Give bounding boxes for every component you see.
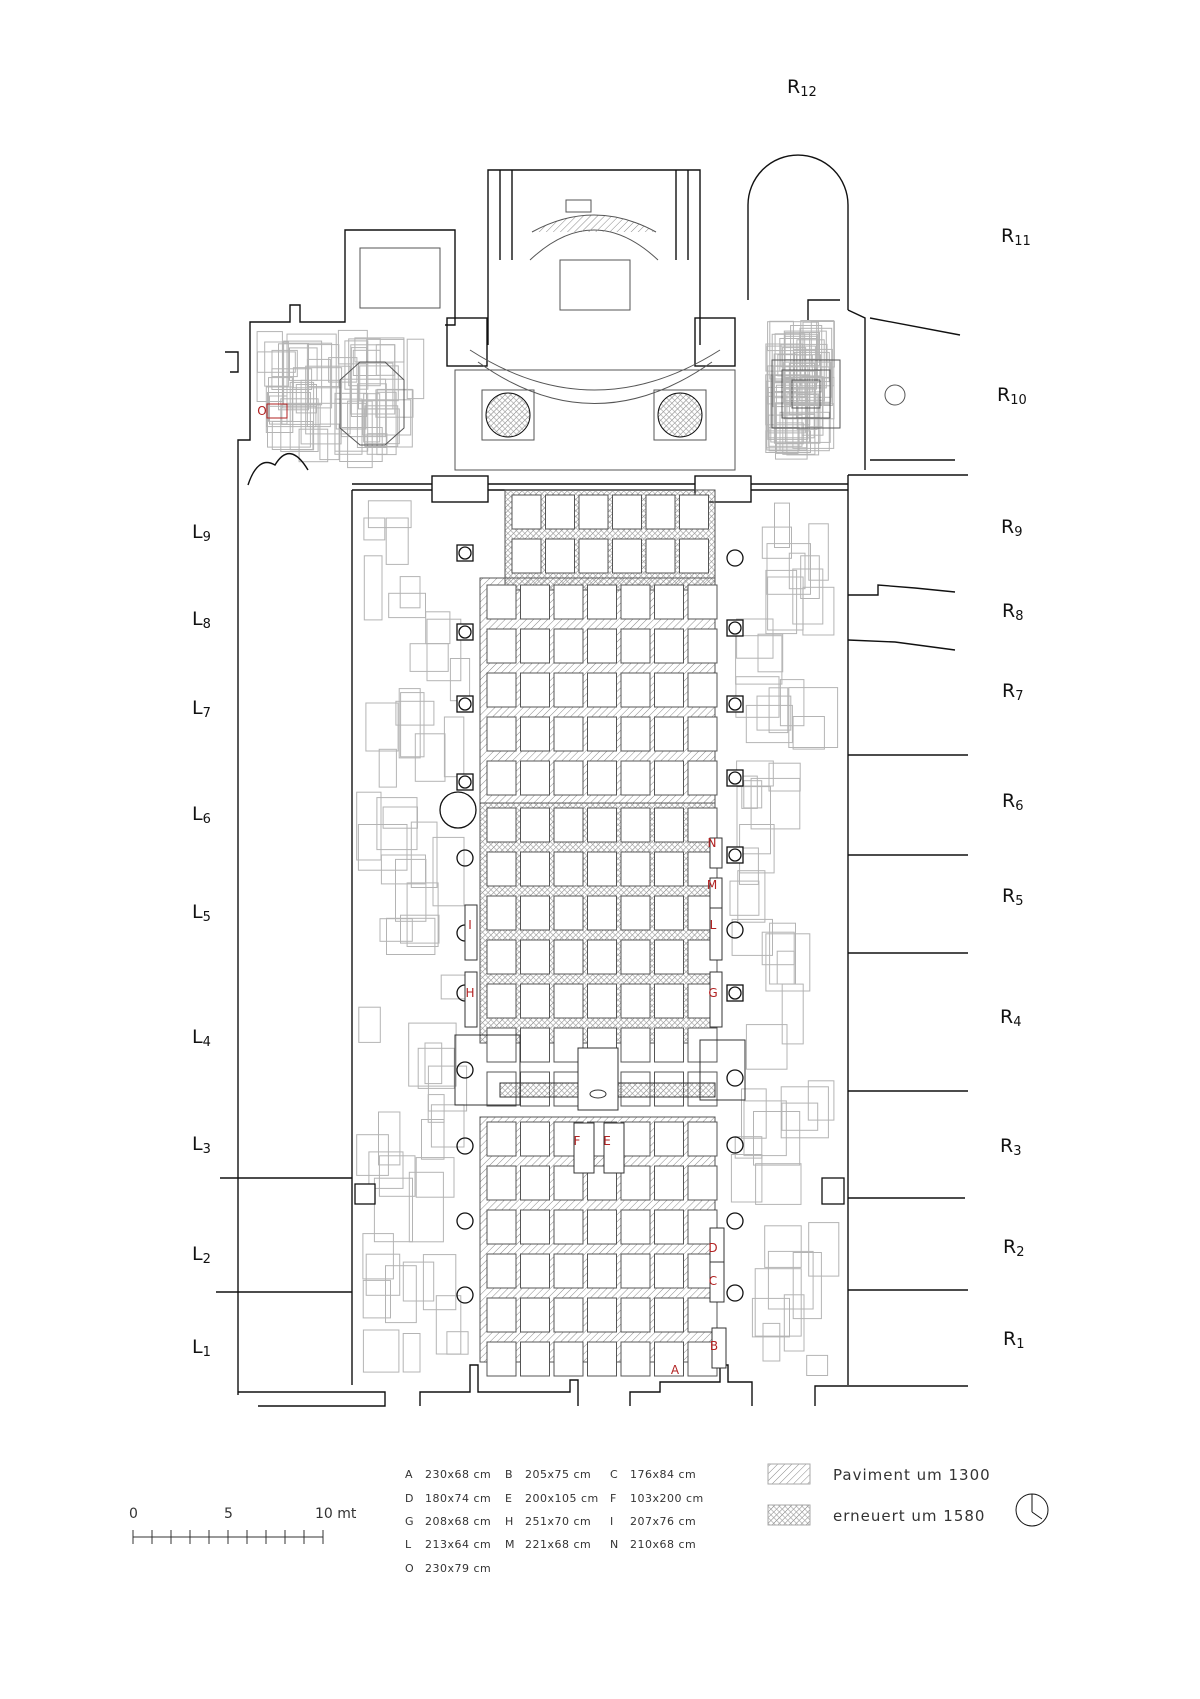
cross-band (454, 1034, 746, 1111)
dimension-letter: N (610, 1538, 619, 1551)
dimension-size: 200x105 cm (525, 1492, 599, 1505)
dimension-letter: H (505, 1515, 514, 1528)
nave-columns (439, 544, 744, 1304)
slab-marker: G (708, 986, 717, 1000)
bay-label-right: R12 (787, 76, 817, 100)
dimension-letter: F (610, 1492, 617, 1505)
north-arrow-icon (1015, 1493, 1049, 1527)
bay-label-right: R7 (1002, 680, 1023, 704)
dimension-letter: A (405, 1468, 413, 1481)
dimension-size: 213x64 cm (425, 1538, 491, 1551)
bay-label-left: L8 (192, 608, 211, 632)
bay-label-right: R3 (1000, 1135, 1021, 1159)
hatch-swatch (767, 1463, 811, 1485)
bay-label-right: R2 (1003, 1236, 1024, 1260)
scale-label: 5 (224, 1506, 233, 1522)
aisle-stone-slabs (256, 320, 840, 1377)
bay-label-right: R10 (997, 384, 1027, 408)
dimension-size: 221x68 cm (525, 1538, 591, 1551)
pavement-key: Paviment um 1300 erneuert um 1580 (767, 1463, 991, 1526)
dimension-letter: M (505, 1538, 515, 1551)
dimension-letter: C (610, 1468, 618, 1481)
choir-details (266, 199, 906, 471)
dimension-size: 205x75 cm (525, 1468, 591, 1481)
slab-marker: H (465, 986, 474, 1000)
bay-label-left: L3 (192, 1133, 211, 1157)
slab-marker: B (710, 1339, 718, 1353)
bay-label-right: R5 (1002, 885, 1023, 909)
dimension-size: 208x68 cm (425, 1515, 491, 1528)
dimension-size: 251x70 cm (525, 1515, 591, 1528)
dimension-size: 210x68 cm (630, 1538, 696, 1551)
slab-marker: D (708, 1241, 717, 1255)
dimension-letter: I (610, 1515, 614, 1528)
bay-label-left: L2 (192, 1243, 211, 1267)
scale-label: 10 mt (315, 1506, 357, 1522)
dimension-letter: L (405, 1538, 412, 1551)
slab-marker: O (257, 404, 266, 418)
bay-label-right: R9 (1001, 516, 1022, 540)
scale-label: 0 (129, 1506, 138, 1522)
slab-marker: A (671, 1363, 680, 1377)
slab-marker: L (710, 918, 717, 932)
dimension-size: 207x76 cm (630, 1515, 696, 1528)
bay-label-right: R1 (1003, 1328, 1024, 1352)
dimension-size: 230x68 cm (425, 1468, 491, 1481)
bay-label-right: R4 (1000, 1006, 1021, 1030)
slab-dimension-legend: A 230x68 cm B 205x75 cm C 176x84 cm D 180x74 cm… (405, 1468, 704, 1575)
slab-marker: F (574, 1134, 581, 1148)
dimension-letter: O (405, 1562, 414, 1575)
slab-marker: I (468, 918, 472, 932)
bay-label-left: L9 (192, 521, 211, 545)
aisle-column-bases (354, 1177, 845, 1205)
slab-marker: N (708, 836, 717, 850)
dimension-letter: D (405, 1492, 414, 1505)
scale-bar: 0 5 10 mt (129, 1506, 357, 1544)
dimension-letter: E (505, 1492, 512, 1505)
bay-label-left: L7 (192, 697, 211, 721)
hatch-swatch (767, 1504, 811, 1526)
dimension-letter: G (405, 1515, 414, 1528)
dimension-size: 103x200 cm (630, 1492, 704, 1505)
bay-label-left: L4 (192, 1026, 211, 1050)
bay-label-left: L1 (192, 1336, 211, 1360)
dimension-size: 230x79 cm (425, 1562, 491, 1575)
dimension-size: 180x74 cm (425, 1492, 491, 1505)
bay-label-left: L6 (192, 803, 211, 827)
slab-markers: O N M L I H G F E D C B A (257, 404, 727, 1377)
bay-label-right: R8 (1002, 600, 1023, 624)
pavement-key-label: erneuert um 1580 (833, 1507, 985, 1525)
dimension-size: 176x84 cm (630, 1468, 696, 1481)
bay-label-right: R11 (1001, 225, 1031, 249)
bay-label-right: R6 (1002, 790, 1023, 814)
nave-outline (216, 154, 968, 1407)
bay-label-left: L5 (192, 901, 211, 925)
slab-marker: E (603, 1134, 611, 1148)
slab-marker: C (709, 1274, 717, 1288)
slab-marker: M (707, 878, 717, 892)
dimension-letter: B (505, 1468, 513, 1481)
pavement-key-label: Paviment um 1300 (833, 1466, 991, 1484)
